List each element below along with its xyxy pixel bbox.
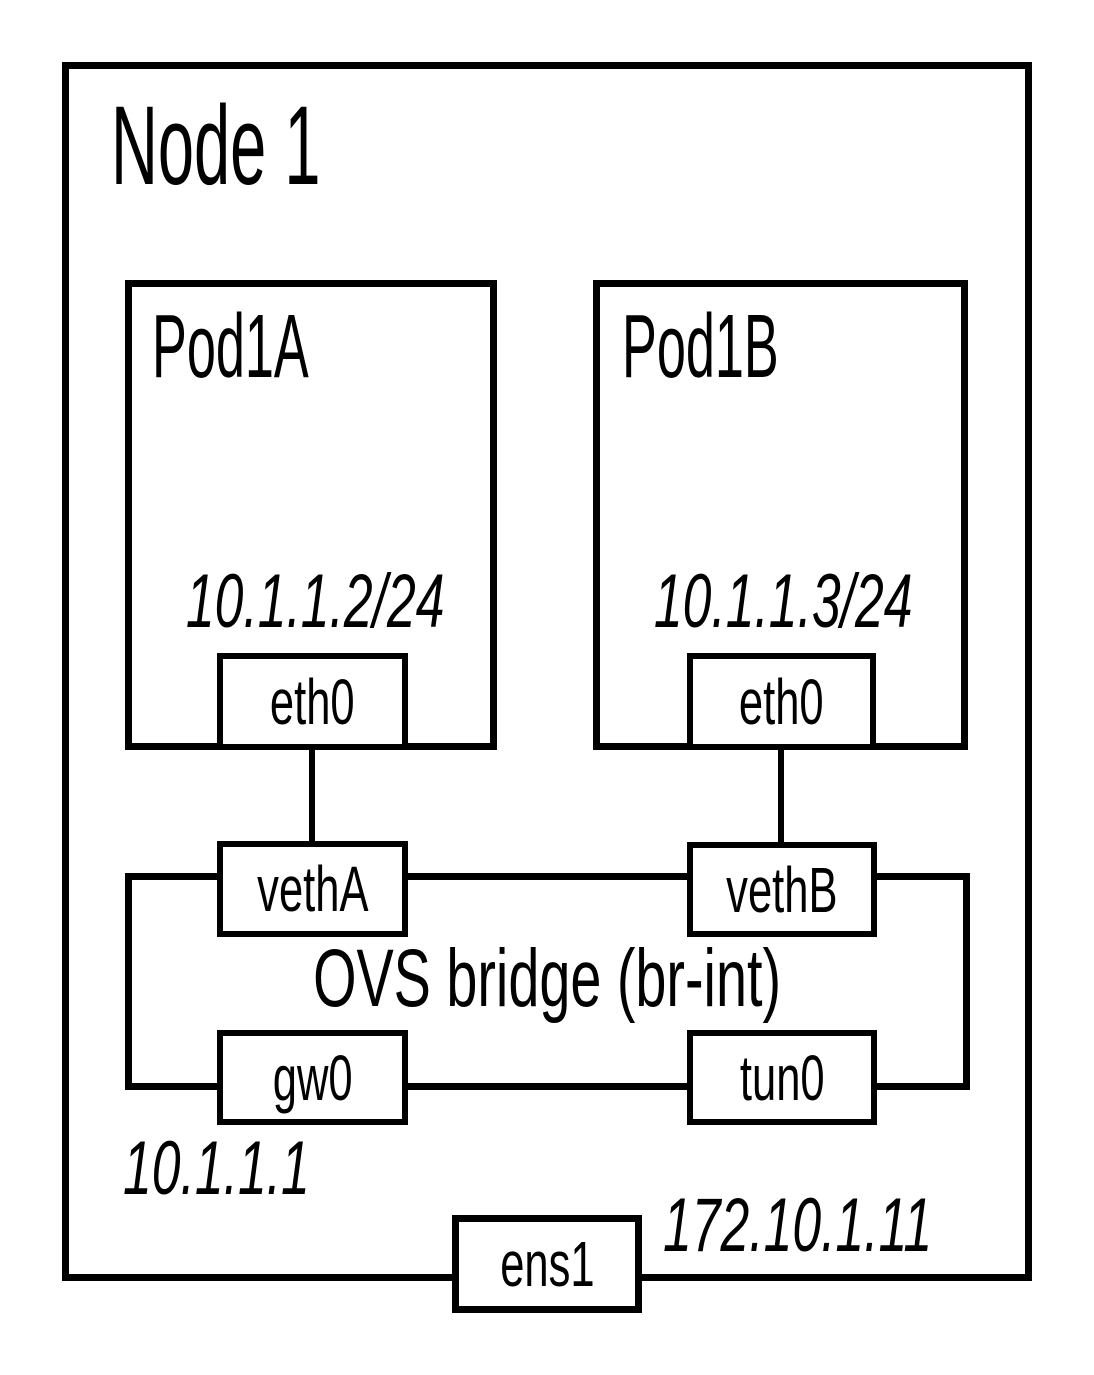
pod1b-title: Pod1B	[622, 302, 892, 392]
pod1b-ip: 10.1.1.3/24	[593, 564, 968, 640]
connector-pod1a-vetha	[309, 750, 315, 845]
pod1b-eth0-label: eth0	[739, 665, 824, 738]
ovs-bridge-label: OVS bridge (br-int)	[125, 938, 970, 1020]
pod1a-eth0-label: eth0	[270, 665, 355, 738]
pod1a-eth0-box: eth0	[217, 653, 408, 750]
external-ip: 172.10.1.11	[663, 1188, 1059, 1264]
external-ip-text: 172.10.1.11	[663, 1183, 933, 1268]
node1-title: Node 1	[111, 90, 472, 202]
vetha-label: vethA	[256, 853, 369, 925]
node1-title-text: Node 1	[111, 83, 321, 208]
connector-pod1b-vethb	[778, 750, 784, 846]
vethb-box: vethB	[687, 842, 877, 937]
pod1a-title-text: Pod1A	[152, 297, 309, 397]
vethb-label: vethB	[726, 853, 838, 926]
pod1a-ip-text: 10.1.1.2/24	[185, 559, 445, 644]
pod1b-eth0-box: eth0	[687, 653, 876, 750]
ens1-box: ens1	[452, 1215, 642, 1313]
pod1b-ip-text: 10.1.1.3/24	[653, 559, 913, 644]
gateway-ip-text: 10.1.1.1	[123, 1126, 310, 1211]
gw0-label: gw0	[272, 1041, 353, 1114]
ovs-bridge-label-text: OVS bridge (br-int)	[313, 933, 782, 1024]
tun0-label: tun0	[739, 1041, 825, 1114]
pod1a-title: Pod1A	[152, 302, 422, 392]
ens1-label: ens1	[499, 1228, 595, 1300]
tun0-box: tun0	[687, 1030, 877, 1125]
gateway-ip: 10.1.1.1	[123, 1131, 398, 1207]
pod1a-ip: 10.1.1.2/24	[125, 564, 497, 640]
vetha-box: vethA	[217, 841, 408, 937]
gw0-box: gw0	[217, 1030, 408, 1125]
pod1b-title-text: Pod1B	[622, 297, 779, 397]
